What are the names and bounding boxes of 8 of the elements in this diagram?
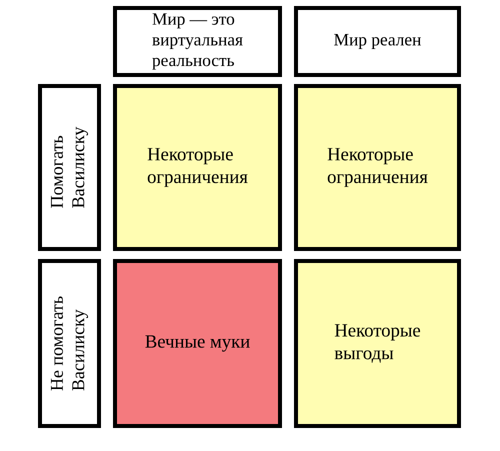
outcome-cell: Вечные муки	[113, 259, 282, 428]
outcome-cell: Некоторые ограничения	[294, 84, 461, 251]
row-header-box: Не помогать Василиску	[38, 259, 101, 428]
outcome-cell: Некоторые выгоды	[294, 259, 461, 428]
column-header-box: Мир — это виртуальная реальность	[113, 6, 282, 77]
row-header-box: Помогать Василиску	[38, 84, 101, 251]
outcome-cell: Некоторые ограничения	[113, 84, 282, 251]
column-header-box: Мир реален	[294, 6, 461, 77]
